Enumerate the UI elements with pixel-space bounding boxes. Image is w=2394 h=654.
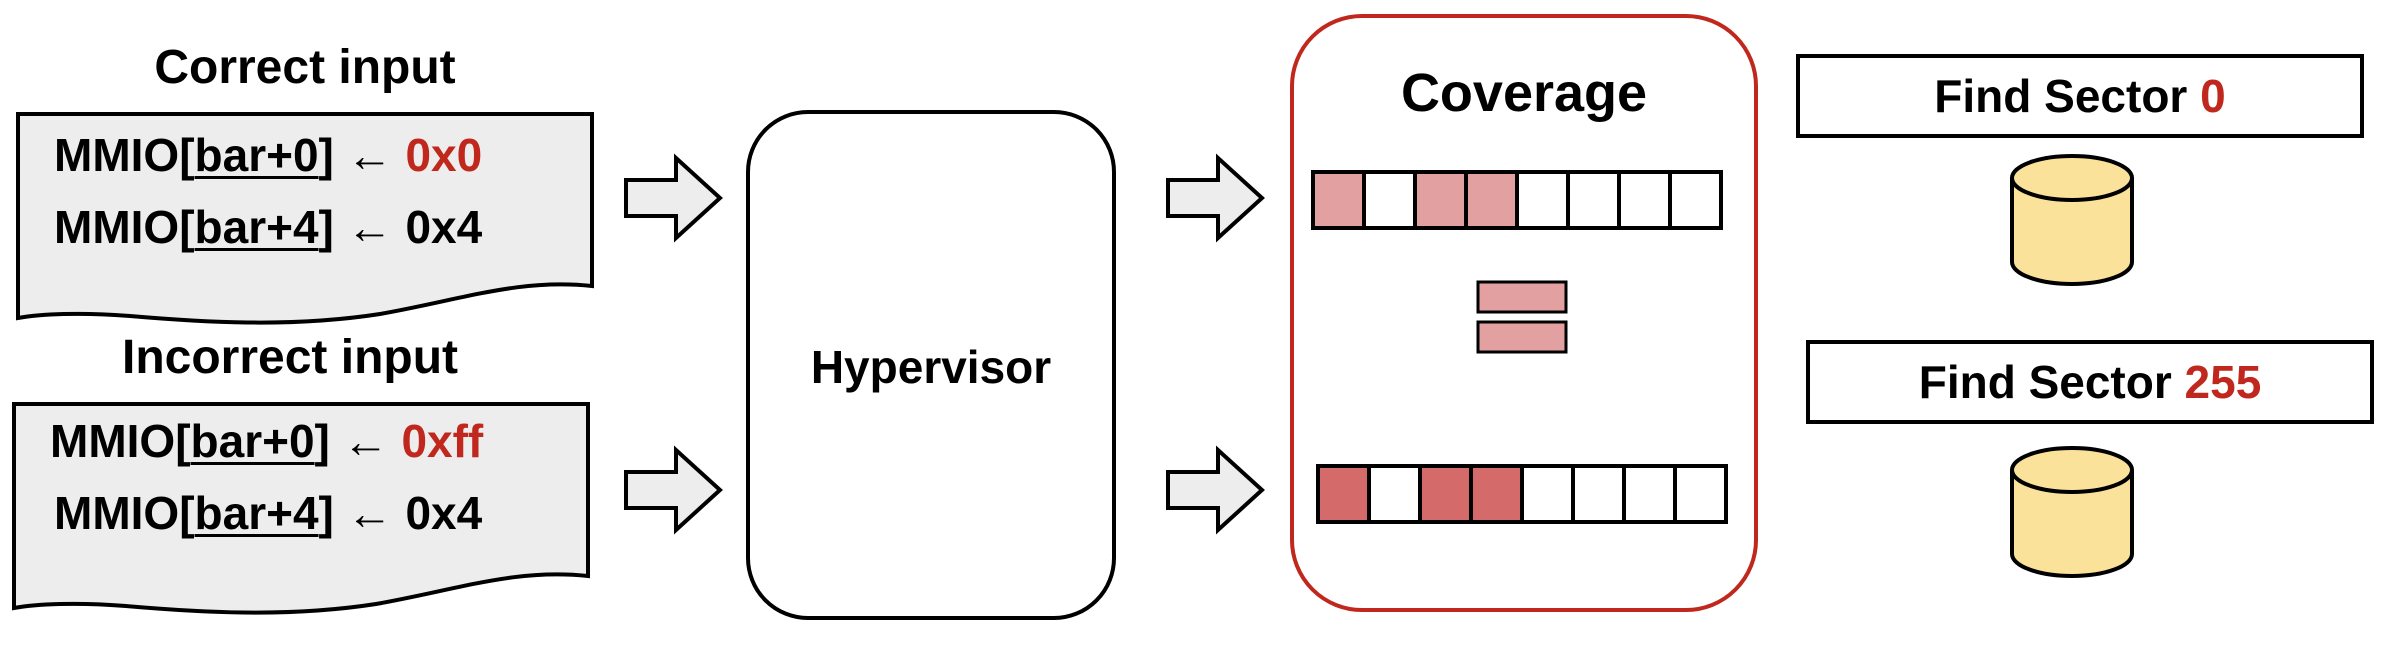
coverage-cell-empty — [1515, 170, 1570, 230]
mmio-prefix: MMIO[ — [54, 129, 195, 181]
coverage-container — [1290, 14, 1758, 612]
mmio-assign: ] ← — [314, 415, 402, 467]
arrow-right-icon — [1166, 153, 1265, 243]
find-sector-label: Find Sector — [1934, 70, 2201, 122]
mmio-target: bar+4 — [194, 487, 319, 539]
sector-number: 255 — [2184, 356, 2262, 408]
mmio-prefix: MMIO[ — [54, 201, 195, 253]
coverage-cell-hit — [1316, 464, 1371, 524]
coverage-bitmap-top — [1311, 170, 1723, 230]
find-sector-label: Find Sector — [1918, 356, 2185, 408]
incorrect-input-card — [12, 402, 590, 615]
hypervisor-box — [746, 110, 1116, 620]
sector-number: 0 — [2200, 70, 2226, 122]
coverage-cell-empty — [1622, 464, 1677, 524]
equals-bar-bottom — [1476, 320, 1568, 354]
mmio-value: 0x0 — [405, 129, 483, 181]
coverage-cell-hit — [1311, 170, 1366, 230]
disk-icon — [2010, 154, 2134, 286]
correct-input-line-1: MMIO[bar+0] ← 0x0 — [54, 132, 482, 178]
hypervisor-label: Hypervisor — [810, 341, 1052, 393]
mmio-value: 0xff — [401, 415, 484, 467]
arrow-right-icon — [624, 153, 723, 243]
mmio-target: bar+4 — [194, 201, 319, 253]
coverage-bitmap-bottom — [1316, 464, 1728, 524]
incorrect-input-title: Incorrect input — [121, 331, 459, 384]
find-sector-0-box: Find Sector 0 — [1796, 54, 2364, 138]
arrow-right-icon — [624, 445, 723, 535]
coverage-cell-empty — [1362, 170, 1417, 230]
arrow-right-icon — [1166, 445, 1265, 535]
coverage-cell-empty — [1617, 170, 1672, 230]
coverage-title: Coverage — [1400, 63, 1648, 123]
coverage-cell-empty — [1668, 170, 1723, 230]
incorrect-input-line-1: MMIO[bar+0] ← 0xff — [50, 418, 483, 464]
coverage-cell-empty — [1520, 464, 1575, 524]
correct-input-title: Correct input — [154, 41, 456, 94]
incorrect-input-line-2: MMIO[bar+4] ← 0x4 — [54, 490, 482, 536]
coverage-cell-hit — [1469, 464, 1524, 524]
mmio-assign: ] ← — [318, 201, 406, 253]
coverage-cell-empty — [1566, 170, 1621, 230]
coverage-cell-hit — [1418, 464, 1473, 524]
mmio-value: 0x4 — [405, 487, 483, 539]
find-sector-255-box: Find Sector 255 — [1806, 340, 2374, 424]
mmio-prefix: MMIO[ — [54, 487, 195, 539]
mmio-assign: ] ← — [318, 487, 406, 539]
coverage-cell-empty — [1571, 464, 1626, 524]
equals-bar-top — [1476, 280, 1568, 314]
mmio-target: bar+0 — [194, 129, 319, 181]
mmio-prefix: MMIO[ — [50, 415, 191, 467]
correct-input-line-2: MMIO[bar+4] ← 0x4 — [54, 204, 482, 250]
coverage-cell-hit — [1413, 170, 1468, 230]
mmio-assign: ] ← — [318, 129, 406, 181]
coverage-cell-empty — [1673, 464, 1728, 524]
mmio-target: bar+0 — [190, 415, 315, 467]
disk-icon — [2010, 446, 2134, 578]
mmio-value: 0x4 — [405, 201, 483, 253]
coverage-cell-empty — [1367, 464, 1422, 524]
correct-input-card — [16, 112, 594, 325]
coverage-cell-hit — [1464, 170, 1519, 230]
